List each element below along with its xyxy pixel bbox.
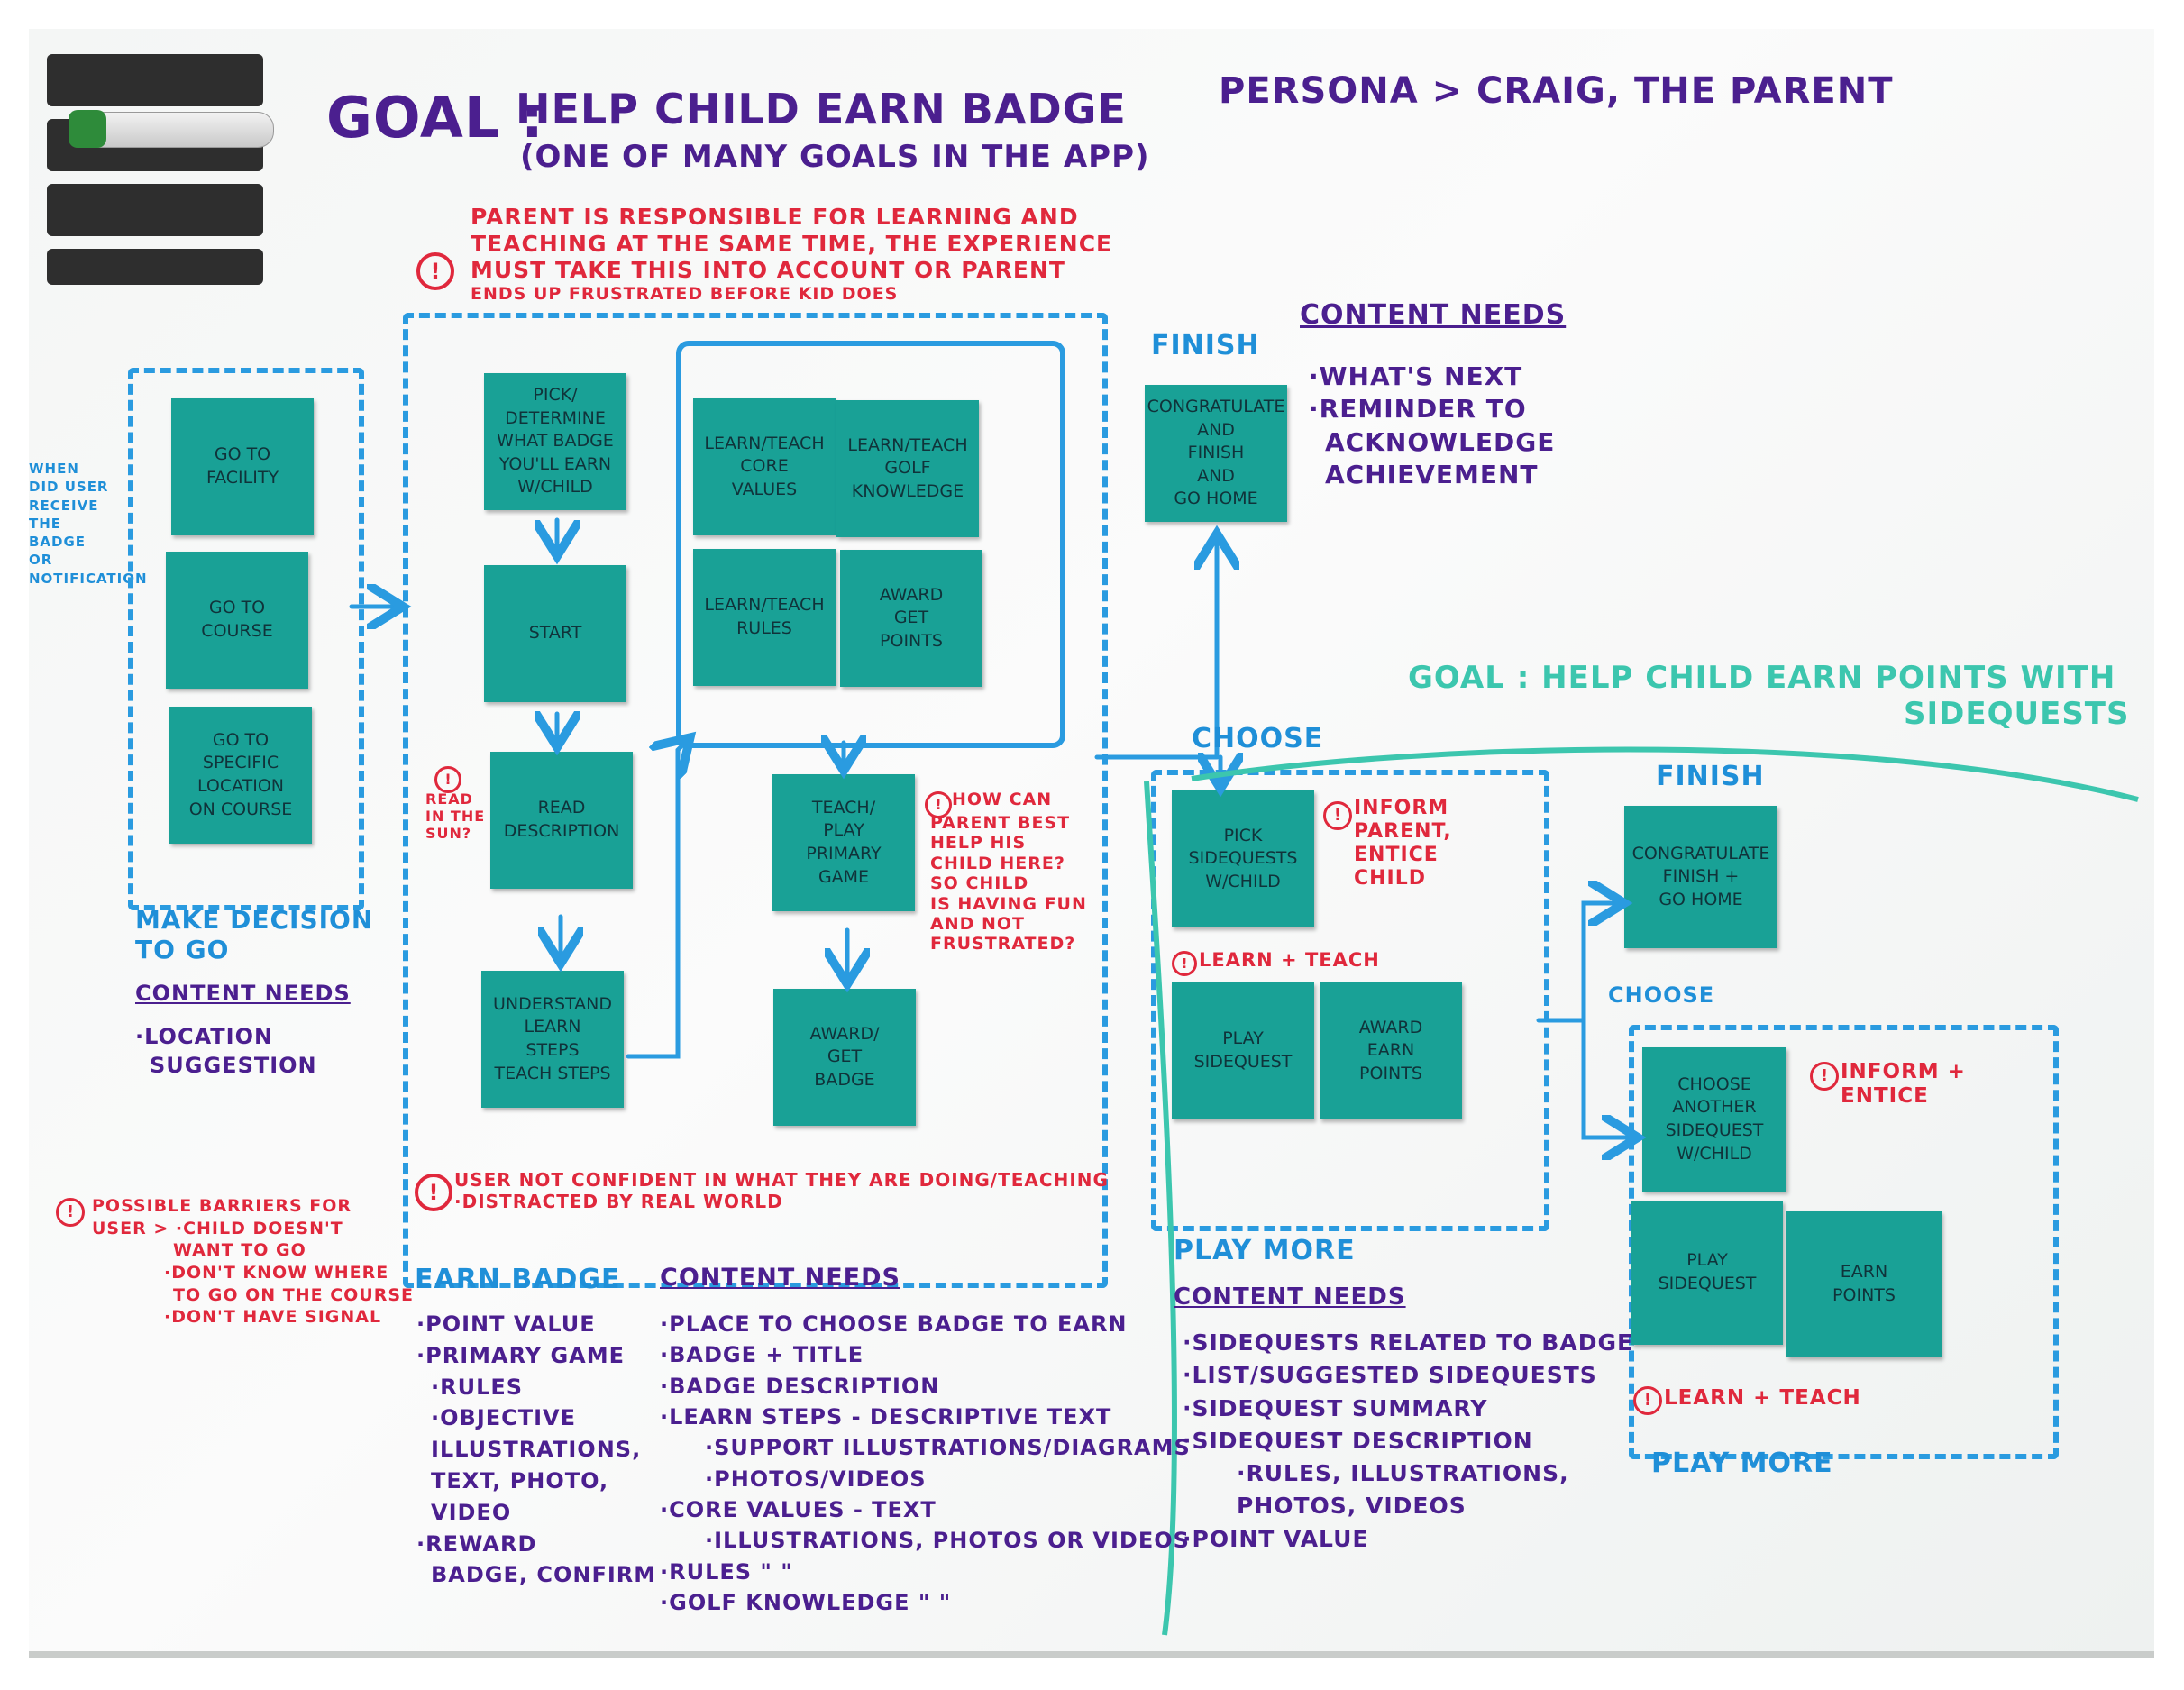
sticky-play-sidequest-1[interactable]: PLAY SIDEQUEST	[1172, 982, 1314, 1119]
play-more-title-1: PLAY MORE	[1174, 1235, 1356, 1266]
warning-icon: !	[56, 1198, 85, 1227]
marker-pen[interactable]	[74, 112, 274, 148]
marker-cap	[69, 110, 106, 148]
sticky-congratulate-1[interactable]: CONGRATULATE AND FINISH AND GO HOME	[1145, 385, 1287, 522]
warning-icon: !	[1323, 801, 1352, 830]
tray-slot	[47, 184, 263, 236]
sticky-award-badge[interactable]: AWARD/ GET BADGE	[773, 989, 916, 1126]
goal-label: GOAL :	[326, 85, 544, 151]
warning-icon: !	[1633, 1386, 1662, 1415]
sticky-learn-rules[interactable]: LEARN/TEACH RULES	[693, 549, 836, 686]
sticky-pick-sidequests[interactable]: PICK SIDEQUESTS W/CHILD	[1172, 790, 1314, 927]
sticky-learn-core-values[interactable]: LEARN/TEACH CORE VALUES	[693, 398, 836, 535]
earn-badge-title: EARN BADGE	[415, 1264, 621, 1295]
finish-label: FINISH	[1151, 330, 1260, 361]
warning-icon: !	[416, 252, 454, 290]
warning-icon: !	[1172, 951, 1197, 976]
warning-icon: !	[1810, 1062, 1839, 1091]
warning-icon: !	[925, 791, 952, 818]
learn-teach-2: LEARN + TEACH	[1664, 1386, 1861, 1410]
tray-slot	[47, 54, 263, 106]
warning-icon: !	[434, 766, 461, 793]
earn-badge-needs-list: ·PLACE TO CHOOSE BADGE TO EARN·BADGE + T…	[660, 1311, 1191, 1615]
sticky-pick-badge[interactable]: PICK/ DETERMINE WHAT BADGE YOU'LL EARN W…	[484, 373, 626, 510]
arrow-to-play-more	[1581, 1018, 1633, 1137]
inform-entice: INFORM +ENTICE	[1841, 1060, 1966, 1109]
earn-badge-content-needs: CONTENT NEEDS	[660, 1264, 900, 1292]
goal2-curve	[1191, 746, 2139, 802]
tray-slot	[47, 249, 263, 285]
make-decision-content-needs: CONTENT NEEDS	[135, 981, 351, 1006]
choose-label: CHOOSE	[1192, 723, 1324, 754]
play-more-needs-list: ·SIDEQUESTS RELATED TO BADGE·LIST/SUGGES…	[1183, 1329, 1634, 1552]
make-decision-box	[128, 368, 364, 910]
arrow-to-finish-2	[1536, 903, 1620, 1023]
connector-lines	[349, 517, 2139, 1636]
sticky-understand-steps[interactable]: UNDERSTAND LEARN STEPS TEACH STEPS	[481, 971, 624, 1108]
sticky-earn-points[interactable]: EARN POINTS	[1786, 1211, 1942, 1357]
sidequest-box	[1151, 770, 1549, 1231]
how-can-parent: HOW CAN	[952, 790, 1053, 809]
warning-icon: !	[415, 1174, 452, 1211]
goal-main: HELP CHILD EARN BADGE	[516, 85, 1127, 133]
sticky-choose-another[interactable]: CHOOSE ANOTHER SIDEQUEST W/CHILD	[1642, 1047, 1786, 1192]
learn-teach-box	[676, 341, 1065, 748]
whiteboard: GOAL : HELP CHILD EARN BADGE (ONE OF MAN…	[29, 29, 2154, 1658]
earn-badge-left-list: ·POINT VALUE·PRIMARY GAME ·RULES·OBJECTI…	[416, 1311, 657, 1588]
finish-label-2: FINISH	[1656, 761, 1765, 792]
goal-sub: (ONE OF MANY GOALS IN THE APP)	[520, 139, 1150, 175]
finish-content-needs: CONTENT NEEDS	[1300, 299, 1567, 331]
sticky-read-description[interactable]: READ DESCRIPTION	[490, 752, 633, 889]
sticky-teach-play[interactable]: TEACH/ PLAY PRIMARY GAME	[772, 774, 915, 911]
sticky-play-sidequest-2[interactable]: PLAY SIDEQUEST	[1631, 1201, 1783, 1345]
play-more-content-needs: CONTENT NEEDS	[1174, 1283, 1406, 1311]
sticky-go-to-location[interactable]: GO TO SPECIFIC LOCATION ON COURSE	[169, 707, 312, 844]
earn-badge-box	[403, 313, 1108, 1288]
sticky-go-to-facility[interactable]: GO TO FACILITY	[171, 398, 314, 535]
sticky-congratulate-2[interactable]: CONGRATULATE FINISH + GO HOME	[1624, 806, 1777, 948]
choose-label-2: CHOOSE	[1608, 982, 1715, 1008]
play-more-title-2: PLAY MORE	[1651, 1448, 1833, 1479]
sticky-award-earn-points[interactable]: AWARD EARN POINTS	[1320, 982, 1462, 1119]
persona: PERSONA > CRAIG, THE PARENT	[1219, 70, 1894, 112]
marker-tray	[29, 29, 281, 299]
sticky-learn-golf[interactable]: LEARN/TEACH GOLF KNOWLEDGE	[836, 400, 979, 537]
learn-teach-1: LEARN + TEACH	[1199, 949, 1380, 971]
user-not-confident: USER NOT CONFIDENT IN WHAT THEY ARE DOIN…	[454, 1169, 1109, 1212]
sticky-go-to-course[interactable]: GO TO COURSE	[166, 552, 308, 689]
sticky-award-points[interactable]: AWARD GET POINTS	[840, 550, 982, 687]
arrow-understand-to-learn	[626, 741, 687, 1059]
sticky-start[interactable]: START	[484, 565, 626, 702]
goal2-divider	[1144, 781, 1177, 1636]
